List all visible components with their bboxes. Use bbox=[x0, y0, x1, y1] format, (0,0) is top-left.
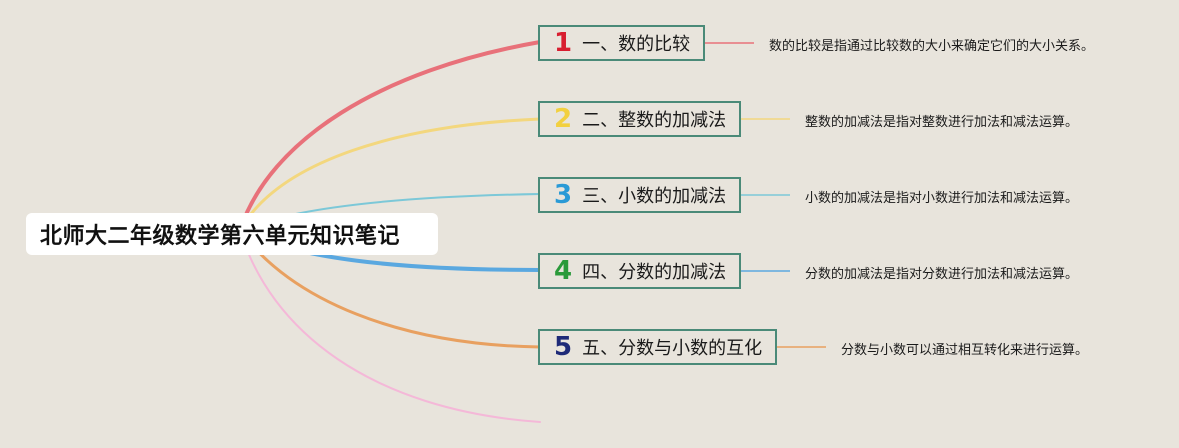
branch-label-2: 二、整数的加减法 bbox=[582, 110, 727, 131]
branch-description-4: 分数的加减法是指对分数进行加法和减法运算。 bbox=[805, 267, 1079, 282]
branch-label-5: 五、分数与小数的互化 bbox=[582, 338, 763, 359]
branch-description-2: 整数的加减法是指对整数进行加法和减法运算。 bbox=[805, 115, 1079, 130]
branch-label-4: 四、分数的加减法 bbox=[582, 262, 727, 283]
branch-number-4: 4 bbox=[554, 256, 573, 286]
branch-topic-2[interactable]: 2 二、整数的加减法 bbox=[538, 101, 741, 137]
branch-number-5: 5 bbox=[554, 332, 573, 362]
branch-topic-3[interactable]: 3 三、小数的加减法 bbox=[538, 177, 741, 213]
branch-topic-1[interactable]: 1 一、数的比较 bbox=[538, 25, 705, 61]
branch-number-1: 1 bbox=[554, 28, 573, 58]
branch-connector-1 bbox=[238, 40, 542, 232]
branch-connector-extra bbox=[239, 229, 541, 423]
branch-number-3: 3 bbox=[554, 180, 573, 210]
branch-description-3: 小数的加减法是指对小数进行加法和减法运算。 bbox=[805, 191, 1079, 206]
branch-connector-5 bbox=[238, 228, 542, 349]
root-topic[interactable]: 北师大二年级数学第六单元知识笔记 bbox=[26, 213, 438, 255]
branch-connector-2 bbox=[238, 117, 542, 232]
branch-topic-4[interactable]: 4 四、分数的加减法 bbox=[538, 253, 741, 289]
branch-description-1: 数的比较是指通过比较数的大小来确定它们的大小关系。 bbox=[769, 39, 1095, 54]
branch-number-2: 2 bbox=[554, 104, 573, 134]
root-title: 北师大二年级数学第六单元知识笔记 bbox=[40, 224, 401, 249]
branch-label-3: 三、小数的加减法 bbox=[582, 186, 727, 207]
branch-topic-5[interactable]: 5 五、分数与小数的互化 bbox=[538, 329, 777, 365]
branch-description-5: 分数与小数可以通过相互转化来进行运算。 bbox=[841, 343, 1089, 358]
branch-label-1: 一、数的比较 bbox=[582, 34, 691, 55]
